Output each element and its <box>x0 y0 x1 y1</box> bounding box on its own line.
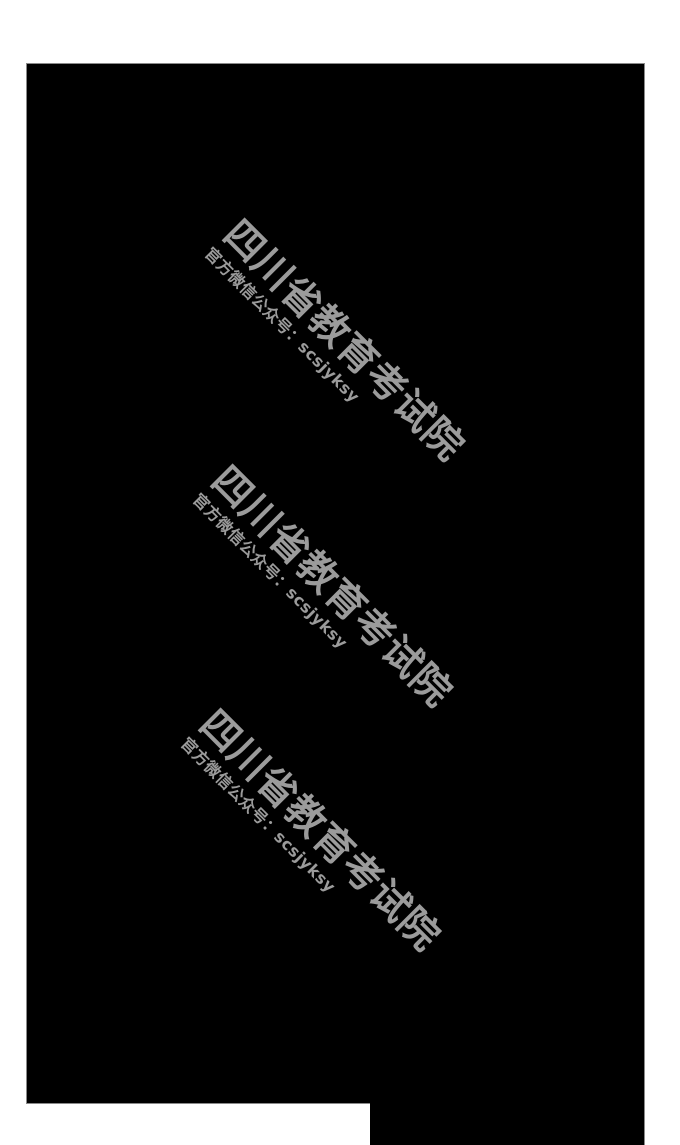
page-step-edge-divider <box>26 1103 371 1104</box>
page-content-foot-block <box>370 1103 645 1145</box>
page-content-main-block <box>26 63 645 1104</box>
